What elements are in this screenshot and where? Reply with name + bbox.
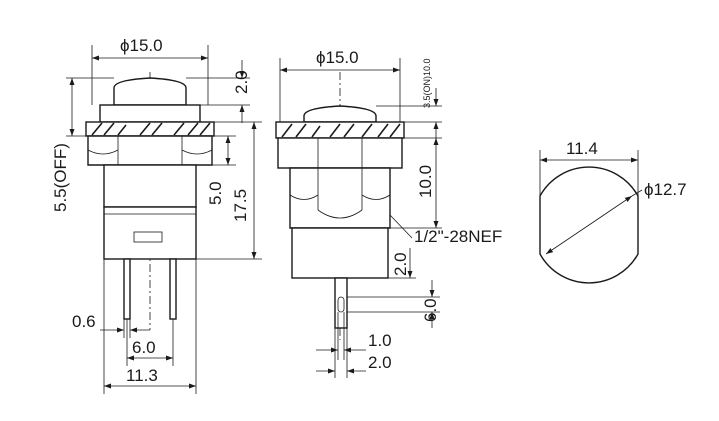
front-housing — [291, 227, 389, 279]
front-dim-top-width: ϕ15.0 — [316, 48, 359, 67]
cutout-dim-diameter: ϕ12.7 — [644, 180, 687, 199]
side-dim-pin-width: 0.6 — [72, 312, 96, 331]
side-knurl-hatching — [91, 122, 211, 136]
front-pin — [334, 277, 348, 329]
side-pin-right — [169, 258, 177, 320]
front-dim-on-travel: 3.5(ON)10.0 — [422, 58, 432, 108]
side-housing — [103, 206, 197, 260]
front-thread-spec: 1/2"-28NEF — [414, 227, 502, 246]
panel-cutout-view: ϕ12.7 11.4 — [539, 139, 687, 284]
side-slot — [133, 231, 163, 243]
side-dim-pin-pitch: 6.0 — [132, 338, 156, 357]
side-dim-total-height: 17.5 — [231, 189, 250, 222]
front-dim-pin-width: 2.0 — [368, 353, 392, 372]
front-button-cap — [303, 105, 377, 123]
side-hex-nut — [87, 135, 213, 166]
front-pin-hole — [337, 296, 345, 313]
side-flange — [99, 104, 201, 123]
front-hex-nut — [277, 137, 403, 169]
side-dim-nut-height: 5.0 — [206, 181, 225, 205]
front-knurl-hatching — [281, 123, 401, 138]
side-dim-off-travel: 5.5(OFF) — [51, 143, 70, 212]
side-dim-body-width: 11.3 — [126, 366, 158, 385]
cutout-dim-flat-width: 11.4 — [566, 139, 598, 158]
side-pin-left — [123, 258, 131, 320]
side-view: ϕ15.0 2.0 5.5(OFF) 5.0 17.5 0.6 6.0 — [51, 36, 262, 394]
side-dim-top-width: ϕ15.0 — [120, 36, 163, 55]
front-dim-thread-length: 10.0 — [416, 165, 435, 198]
side-thread-body — [103, 164, 197, 208]
front-view: ϕ15.0 3.5(ON)10.0 10.0 1/2"-28NEF 2.0 6.… — [275, 48, 502, 378]
side-button-cap — [113, 77, 187, 106]
front-dim-pin-offset: 2.0 — [391, 252, 410, 276]
front-dim-pin-thickness: 1.0 — [368, 331, 392, 350]
side-dim-cap-height: 2.0 — [232, 70, 251, 94]
front-thread-section — [289, 167, 391, 229]
front-dim-pin-length: 6.0 — [421, 298, 440, 322]
